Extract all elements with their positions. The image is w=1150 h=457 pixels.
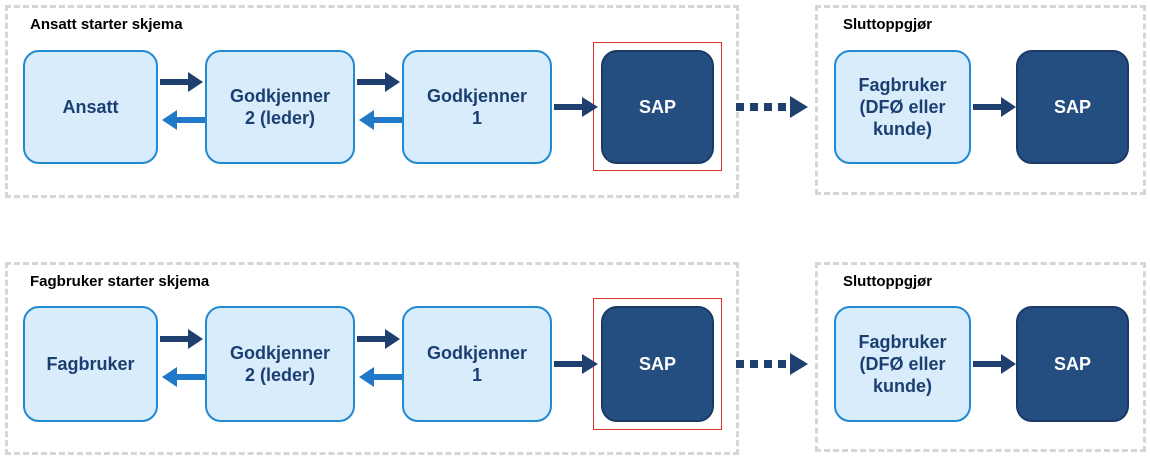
arrows-row-2: [160, 329, 1016, 387]
node-sap: SAP: [601, 50, 714, 164]
node-end-sap: SAP: [1016, 50, 1129, 164]
arrow-back: [359, 367, 402, 387]
node-approver-1: Godkjenner 1: [402, 306, 552, 422]
node-approver-2: Godkjenner 2 (leder): [205, 50, 355, 164]
node-approver-1: Godkjenner 1: [402, 50, 552, 164]
arrow-to-end-sap: [973, 97, 1016, 117]
settlement-group: [815, 5, 1146, 195]
node-approver-2: Godkjenner 2 (leder): [205, 306, 355, 422]
node-start-employee: Ansatt: [23, 50, 158, 164]
process-group-title: Fagbruker starter skjema: [30, 273, 210, 290]
arrows-row-1: [160, 72, 1016, 130]
arrow-to-sap: [554, 97, 598, 117]
arrow-back: [359, 110, 402, 130]
node-end-sap: SAP: [1016, 306, 1129, 422]
settlement-group-title: Sluttoppgjør: [843, 273, 933, 290]
arrow-forward: [160, 329, 203, 349]
node-end-user: Fagbruker (DFØ eller kunde): [834, 306, 971, 422]
arrow-forward: [357, 329, 400, 349]
dotted-arrow-continuation: [736, 96, 808, 118]
arrow-to-sap: [554, 354, 598, 374]
arrow-forward: [160, 72, 203, 92]
node-sap: SAP: [601, 306, 714, 422]
settlement-group-title: Sluttoppgjør: [843, 16, 933, 33]
arrow-forward: [357, 72, 400, 92]
node-start-specialist: Fagbruker: [23, 306, 158, 422]
dotted-arrow-continuation: [736, 353, 808, 375]
settlement-group: [815, 262, 1146, 452]
arrow-back: [162, 110, 205, 130]
process-group-title: Ansatt starter skjema: [30, 16, 183, 33]
process-group-employee: [5, 5, 739, 198]
process-group-specialist: [5, 262, 739, 455]
node-end-user: Fagbruker (DFØ eller kunde): [834, 50, 971, 164]
arrow-to-end-sap: [973, 354, 1016, 374]
arrow-back: [162, 367, 205, 387]
